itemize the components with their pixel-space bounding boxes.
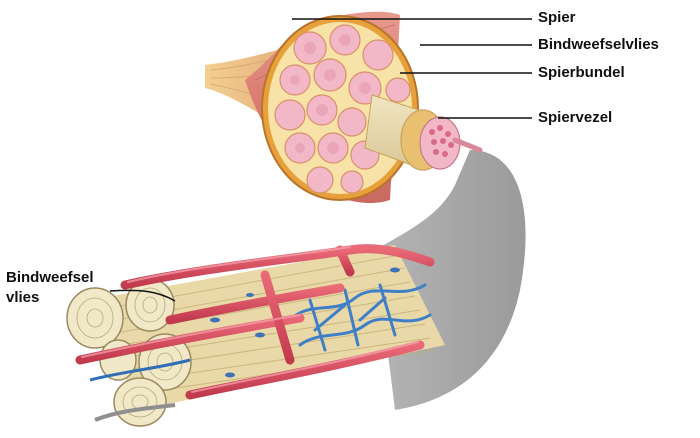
- fiber-end-caps: [66, 278, 192, 427]
- leader-lines: [109, 18, 532, 302]
- label-bindweefsel-line1: Bindweefsel: [6, 269, 94, 286]
- label-spier: Spier: [538, 9, 576, 26]
- label-bindweefselvlies: Bindweefselvlies: [538, 36, 659, 53]
- fiber-end: [419, 116, 461, 170]
- myofibril-strand: [452, 137, 483, 153]
- nerve: [89, 358, 191, 382]
- label-spierbundel: Spierbundel: [538, 64, 625, 81]
- label-bindweefsel-line2: vlies: [6, 289, 40, 306]
- fiber-bundle-enlarged: [66, 244, 445, 427]
- label-spiervezel: Spiervezel: [538, 109, 613, 126]
